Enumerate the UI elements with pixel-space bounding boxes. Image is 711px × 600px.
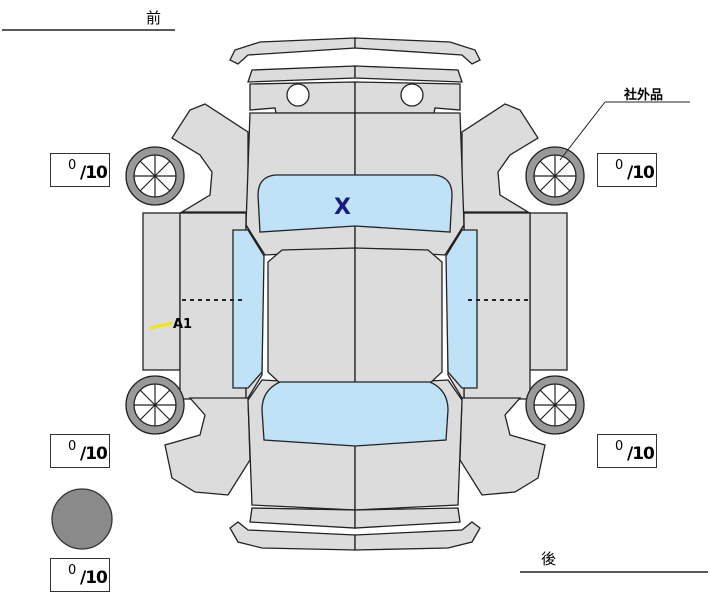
aftermarket-label: 社外品 (624, 88, 664, 103)
windshield (257, 174, 453, 233)
car-right-half (354, 37, 585, 551)
windshield-mark: X (334, 195, 351, 220)
side-window (232, 229, 265, 389)
score-front-left: 0/10 (50, 153, 110, 187)
spare-tire (51, 488, 113, 550)
score-max: /10 (80, 568, 108, 588)
score-max: /10 (627, 163, 655, 183)
wheel-front (125, 146, 185, 206)
rear-window (261, 381, 449, 447)
aftermarket-leader (559, 101, 606, 161)
front-fender (171, 103, 249, 213)
rear-fender (164, 397, 251, 496)
rear-label: 後 (541, 550, 557, 568)
score-value: 0 (615, 439, 624, 454)
score-spare: 0/10 (50, 558, 110, 592)
front-bumper (229, 37, 356, 65)
front-door-outer (142, 212, 181, 371)
score-max: /10 (80, 444, 108, 464)
score-value: 0 (68, 563, 77, 578)
roof (267, 247, 356, 386)
score-value: 0 (615, 158, 624, 173)
headlight (286, 83, 310, 107)
wheel-rear (125, 375, 185, 435)
score-rear-left: 0/10 (50, 434, 110, 468)
score-value: 0 (68, 158, 77, 173)
rear-deck (249, 507, 356, 529)
rear-bumper (229, 521, 356, 551)
score-max: /10 (80, 163, 108, 183)
car-left-half (125, 37, 356, 551)
front-label: 前 (146, 9, 162, 27)
front-grille (247, 65, 356, 83)
score-front-right: 0/10 (597, 153, 657, 187)
score-max: /10 (627, 444, 655, 464)
door-mark: A1 (173, 317, 193, 332)
a1-highlight (149, 321, 173, 330)
score-rear-right: 0/10 (597, 434, 657, 468)
score-value: 0 (68, 439, 77, 454)
